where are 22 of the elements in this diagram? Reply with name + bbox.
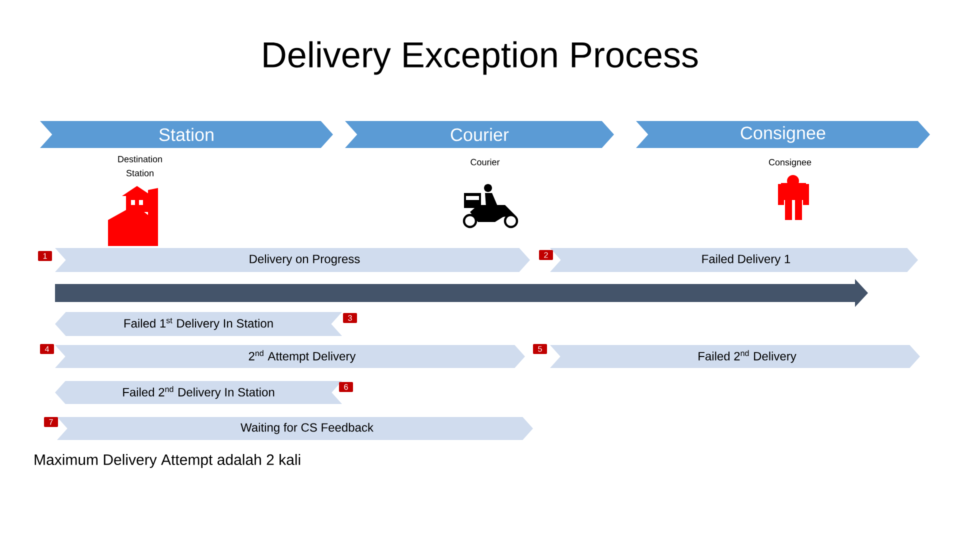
step-number: 4 bbox=[40, 344, 54, 354]
column-header: Courier bbox=[345, 121, 614, 148]
step-number: 3 bbox=[343, 313, 357, 323]
column-header: Station bbox=[40, 121, 333, 148]
step-number: 7 bbox=[44, 417, 58, 427]
step-band: Failed 2$^{nd}$ Delivery bbox=[550, 345, 920, 368]
step-band: Delivery on Progress bbox=[55, 248, 530, 272]
column-label: Destination Station bbox=[118, 156, 162, 176]
title: Delivery Exception Process bbox=[264, 41, 698, 75]
step-band: 2$^{nd}$ Attempt Delivery bbox=[55, 345, 525, 368]
step-number: 2 bbox=[539, 250, 553, 260]
step-number: 1 bbox=[38, 251, 52, 261]
column-label: Consignee bbox=[768, 158, 812, 168]
step-band: Failed 1$^{st}$ Delivery In Station bbox=[55, 312, 342, 336]
step-number: 5 bbox=[533, 344, 547, 354]
step-number: 6 bbox=[339, 382, 353, 392]
step-band: Waiting for CS Feedback bbox=[57, 417, 533, 440]
note: Maximum Delivery Attempt adalah 2 kali bbox=[34, 454, 300, 468]
column-header: Consignee bbox=[636, 121, 930, 148]
step-band: Failed 2$^{nd}$ Delivery In Station bbox=[55, 381, 342, 404]
step-band: Failed Delivery 1 bbox=[550, 248, 918, 272]
column-label: Courier bbox=[470, 158, 500, 166]
